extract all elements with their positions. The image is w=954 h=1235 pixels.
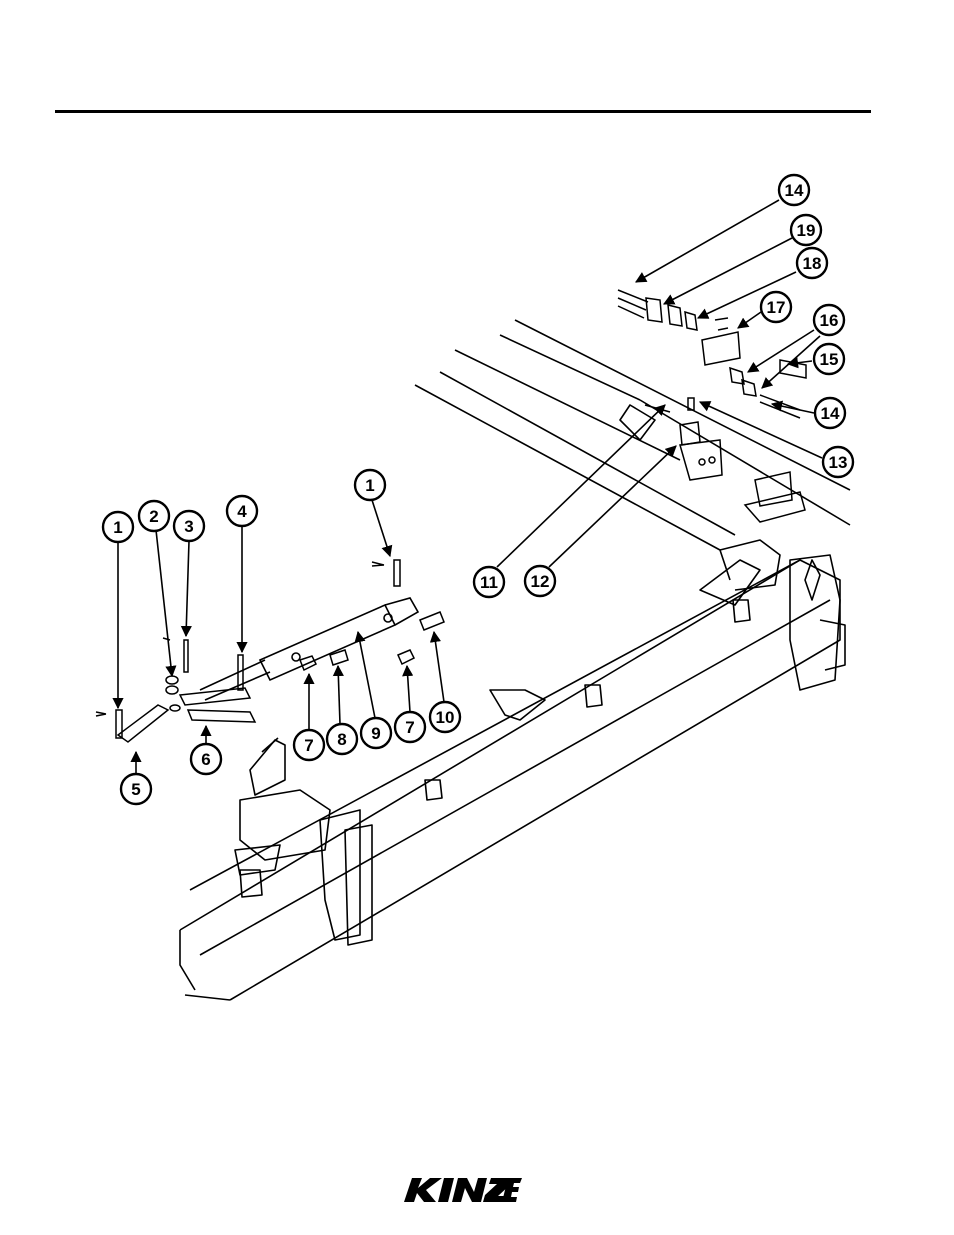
callout-c14b: 14: [815, 398, 845, 428]
callout-c1b: 1: [355, 470, 385, 500]
svg-text:4: 4: [237, 502, 247, 521]
svg-text:10: 10: [436, 708, 455, 727]
callout-c5: 5: [121, 774, 151, 804]
svg-text:13: 13: [829, 453, 848, 472]
callout-c15: 15: [814, 344, 844, 374]
callout-c11: 11: [474, 567, 504, 597]
svg-text:14: 14: [785, 181, 804, 200]
callout-c14a: 14: [779, 175, 809, 205]
svg-text:9: 9: [371, 724, 380, 743]
leader-c8: [338, 666, 340, 724]
svg-text:6: 6: [201, 750, 210, 769]
callout-c18: 18: [797, 248, 827, 278]
linkage-parts: [96, 560, 444, 742]
callout-c6: 6: [191, 744, 221, 774]
callout-c13: 13: [823, 447, 853, 477]
svg-text:18: 18: [803, 254, 822, 273]
callout-c10: 10: [430, 702, 460, 732]
callout-c17: 17: [761, 292, 791, 322]
svg-text:17: 17: [767, 298, 786, 317]
leader-c12: [549, 446, 676, 567]
leader-c1b: [372, 500, 390, 556]
leader-c11: [497, 405, 665, 567]
svg-text:7: 7: [304, 736, 313, 755]
svg-text:11: 11: [480, 573, 498, 592]
callout-c7b: 7: [395, 712, 425, 742]
svg-text:2: 2: [149, 507, 158, 526]
svg-text:8: 8: [337, 730, 346, 749]
svg-text:5: 5: [131, 780, 140, 799]
callout-c4: 4: [227, 496, 257, 526]
svg-text:14: 14: [821, 404, 840, 423]
callout-c2: 2: [139, 501, 169, 531]
leader-c3: [186, 541, 189, 636]
callout-c9: 9: [361, 718, 391, 748]
leader-lines: [118, 200, 822, 774]
kinze-logo: [404, 1176, 522, 1204]
callout-c19: 19: [791, 215, 821, 245]
svg-text:19: 19: [797, 221, 816, 240]
svg-text:16: 16: [820, 311, 839, 330]
leader-c9: [358, 632, 375, 718]
leader-c14b: [772, 404, 814, 413]
leader-c7b: [407, 666, 410, 712]
callout-c16: 16: [814, 305, 844, 335]
svg-text:1: 1: [365, 476, 374, 495]
leader-c10: [434, 632, 444, 702]
callout-c1a: 1: [103, 512, 133, 542]
svg-text:12: 12: [531, 572, 550, 591]
leader-c14a: [636, 200, 779, 282]
toolbar-frame: [180, 320, 850, 1000]
leader-c17: [738, 312, 761, 328]
svg-text:7: 7: [405, 718, 414, 737]
callout-c3: 3: [174, 511, 204, 541]
svg-text:1: 1: [113, 518, 122, 537]
callout-c7a: 7: [294, 730, 324, 760]
callout-c8: 8: [327, 724, 357, 754]
svg-text:3: 3: [184, 517, 193, 536]
leader-c2: [156, 530, 172, 676]
svg-text:15: 15: [820, 350, 839, 369]
callout-c12: 12: [525, 566, 555, 596]
